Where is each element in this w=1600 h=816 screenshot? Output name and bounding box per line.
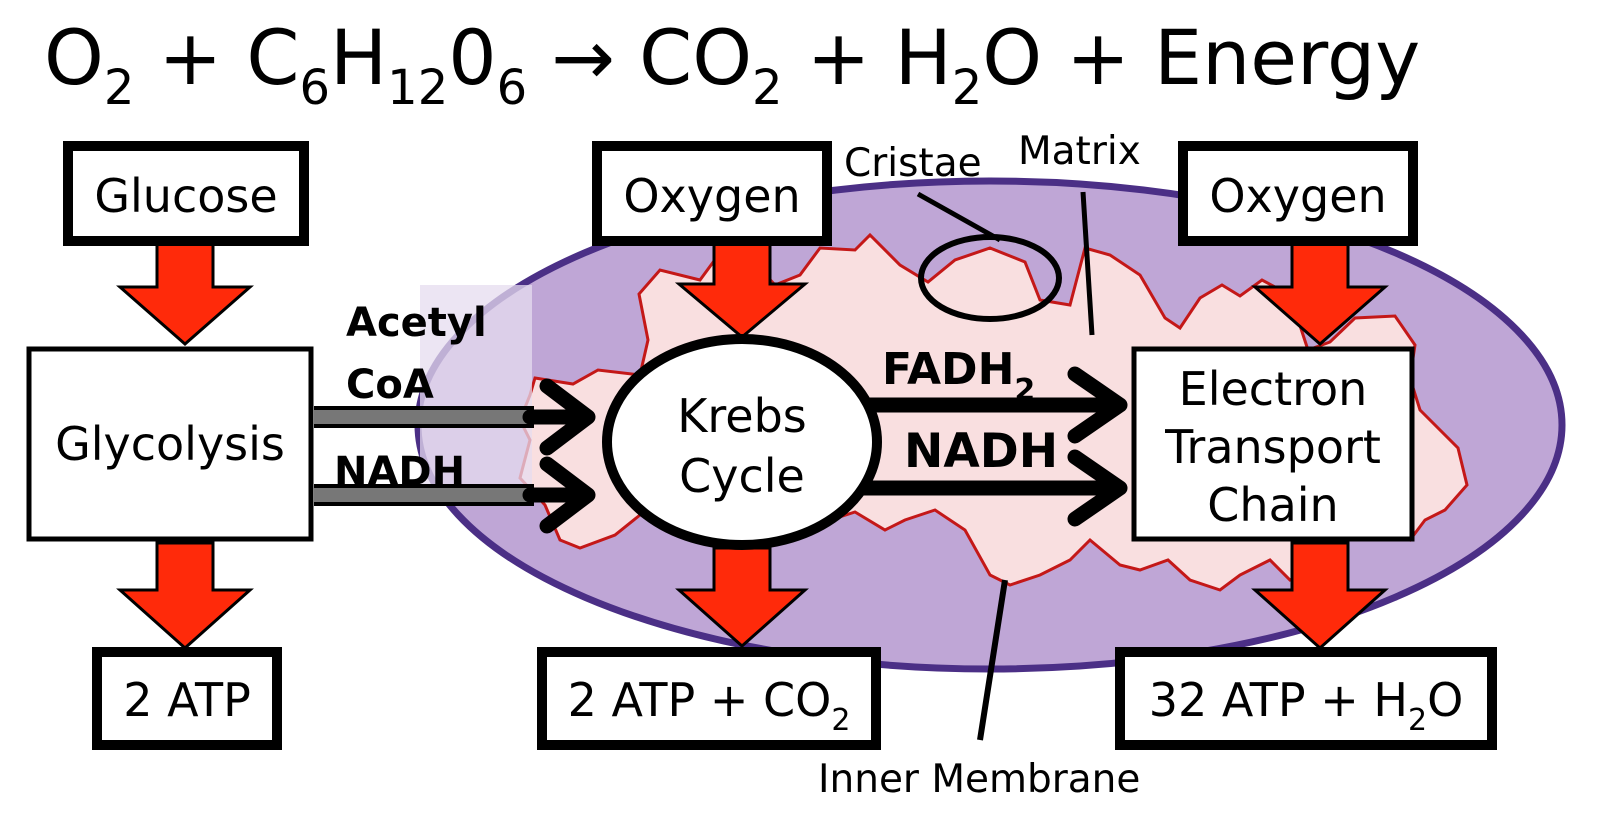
glycolysis-box [26,346,314,542]
oxygen-etc-box [1178,141,1418,246]
eq-h-subscript: 12 [387,60,448,116]
black-arrows-to-etc [852,366,1128,527]
eq-energy: Energy [1154,13,1420,102]
atp-etc-main: 32 ATP + H [1149,673,1408,727]
acetyl-label: Acetyl [346,300,487,346]
atp-glycolysis-label: 2 ATP [123,673,251,727]
etc-line-2: Transport [1164,420,1381,474]
atp-krebs-label: 2 ATP + CO2 [568,673,851,738]
atp-krebs-main: 2 ATP + CO [568,673,832,727]
nadh-left-label: NADH [334,449,465,495]
krebs-cycle-node [602,334,882,550]
eq-plus-1: + [134,13,246,102]
eq-h2o-subscript: 2 [952,60,983,116]
eq-o-subscript: 2 [104,60,135,116]
eq-plus-2: + [783,13,895,102]
oxygen-krebs-box [592,141,832,246]
atp-etc-end: O [1427,673,1463,727]
eq-c: C [246,13,299,102]
atp-etc-subscript: 2 [1408,703,1427,738]
cristae-pointer [916,191,1002,243]
black-arrows-into-krebs [522,378,596,534]
oxygen-etc-label: Oxygen [1209,169,1386,223]
eq-o: O [44,13,104,102]
glucose-label: Glucose [94,169,277,223]
etc-box [1131,346,1415,542]
nadh-right-label: NADH [904,424,1058,479]
eq-co: CO [639,13,752,102]
eq-co-subscript: 2 [752,60,783,116]
arrow-oxygen-to-krebs [674,241,810,339]
matrix-pointer [1080,191,1095,336]
eq-arrow: → [527,13,639,102]
transport-tube-shade [420,285,532,503]
atp-etc-label: 32 ATP + H2O [1149,673,1464,738]
fadh2-subscript: 2 [1014,373,1035,408]
eq-h2o-o: O [982,13,1042,102]
nadh-tube-left [314,484,534,506]
arrow-nadh-into-krebs [522,456,596,534]
atp-krebs-box [537,647,881,750]
eq-plus-3: + [1042,13,1154,102]
inner-membrane-label: Inner Membrane [818,757,1140,802]
arrow-etc-to-atp [1251,541,1389,651]
arrow-oxygen-to-etc [1251,241,1389,346]
glycolysis-label: Glycolysis [55,417,285,471]
krebs-line-2: Cycle [679,449,805,503]
atp-etc-box [1115,647,1497,750]
atp-krebs-subscript: 2 [831,703,850,738]
matrix-label: Matrix [1018,129,1141,174]
coa-label: CoA [346,362,434,408]
eq-h2o-h: H [895,13,952,102]
arrow-nadh-to-etc [852,449,1128,527]
arrow-glycolysis-to-atp [116,541,254,651]
krebs-line-1: Krebs [677,389,807,443]
arrow-glucose-to-glycolysis [116,241,254,346]
atp-glycolysis-box [92,647,282,750]
respiration-equation: O2 + C6H1206 → CO2 + H2O + Energy [44,13,1420,116]
arrow-acetyl-into-krebs [522,378,596,456]
red-flow-arrows [116,241,1389,651]
eq-c-subscript: 6 [299,60,330,116]
cristae-label: Cristae [844,141,982,186]
glucose-box [63,141,309,246]
eq-h: H [330,13,387,102]
arrow-fadh2-to-etc [852,366,1128,444]
eq-zero-subscript: 6 [497,60,528,116]
fadh2-main: FADH [882,344,1014,395]
etc-line-3: Chain [1207,478,1338,532]
cristae-highlight-ellipse [918,234,1062,322]
inner-membrane-pointer [977,579,1008,741]
arrow-krebs-to-atp [675,546,809,649]
eq-zero: 0 [448,13,496,102]
oxygen-krebs-label: Oxygen [623,169,800,223]
acetyl-coa-tube [314,406,534,428]
etc-line-1: Electron [1179,362,1368,416]
fadh2-label: FADH2 [882,344,1035,408]
